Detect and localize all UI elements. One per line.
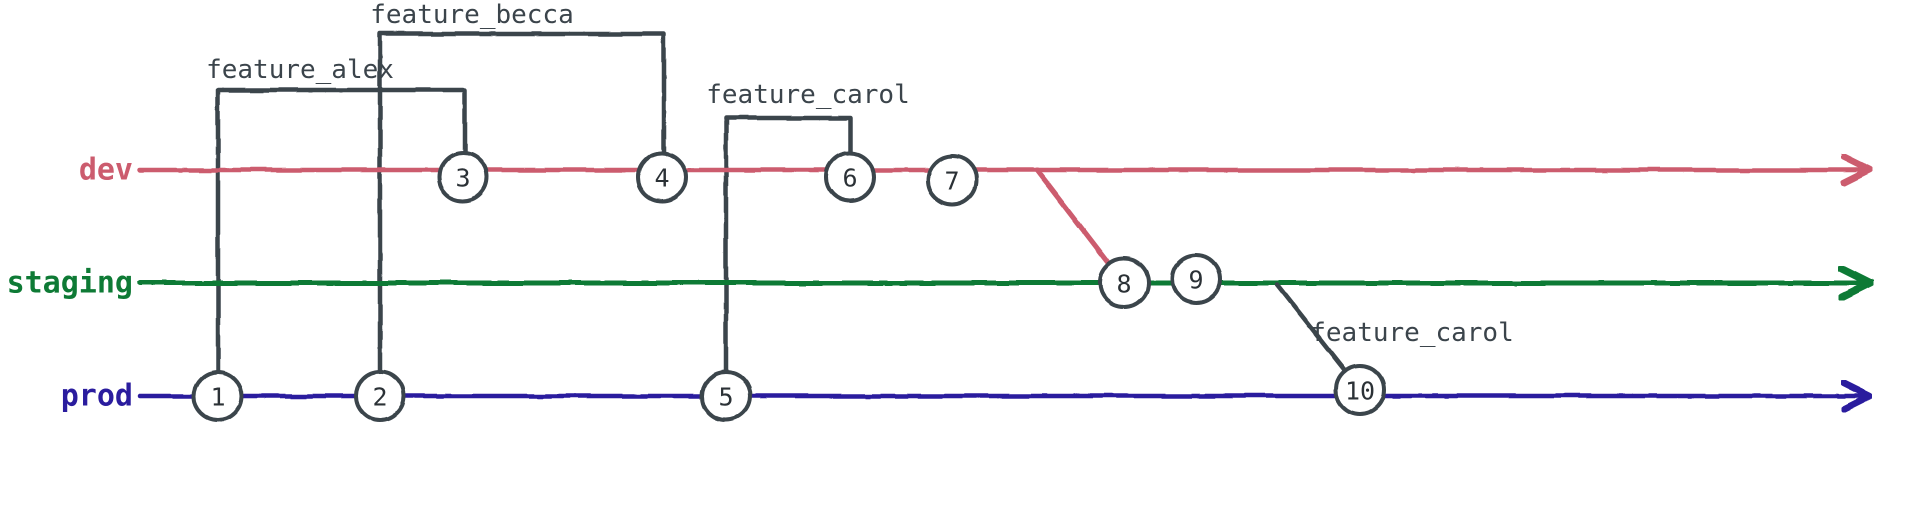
commit-node-3[interactable] [437,151,489,203]
commit-node-1[interactable] [192,370,244,422]
commit-label-7: 7 [944,166,960,196]
commit-label-6: 6 [842,163,858,193]
branch-path-feature-carol-upper [723,115,854,399]
commit-node-8[interactable] [1098,257,1150,309]
commit-label-4: 4 [654,163,670,193]
commit-label-5: 5 [718,382,734,412]
commit-node-2[interactable] [354,370,406,422]
commit-node-9[interactable] [1170,253,1222,305]
branch-label-feature-alex: feature_alex [206,55,394,85]
commit-label-3: 3 [455,163,471,193]
commit-node-4[interactable] [636,151,688,203]
commit-node-6[interactable] [824,151,876,203]
commit-label-9: 9 [1188,265,1204,295]
branch-label-feature-carol-upper: feature_carol [706,80,910,110]
branch-label-feature-carol-lower: feature_carol [1310,318,1514,348]
branch-path-feature-becca [377,31,667,399]
branch-path-feature-alex [215,87,468,399]
lane-label-dev: dev [78,152,133,188]
branch-label-feature-becca: feature_becca [370,0,574,30]
commit-label-1: 1 [210,382,226,412]
commit-node-10[interactable] [1334,364,1386,416]
commit-node-7[interactable] [926,154,978,206]
commit-node-5[interactable] [700,370,752,422]
lane-label-prod: prod [60,378,133,414]
commit-label-2: 2 [372,382,388,412]
commit-label-8: 8 [1116,269,1132,299]
lane-label-staging: staging [6,265,133,301]
commit-label-10: 10 [1344,376,1376,406]
